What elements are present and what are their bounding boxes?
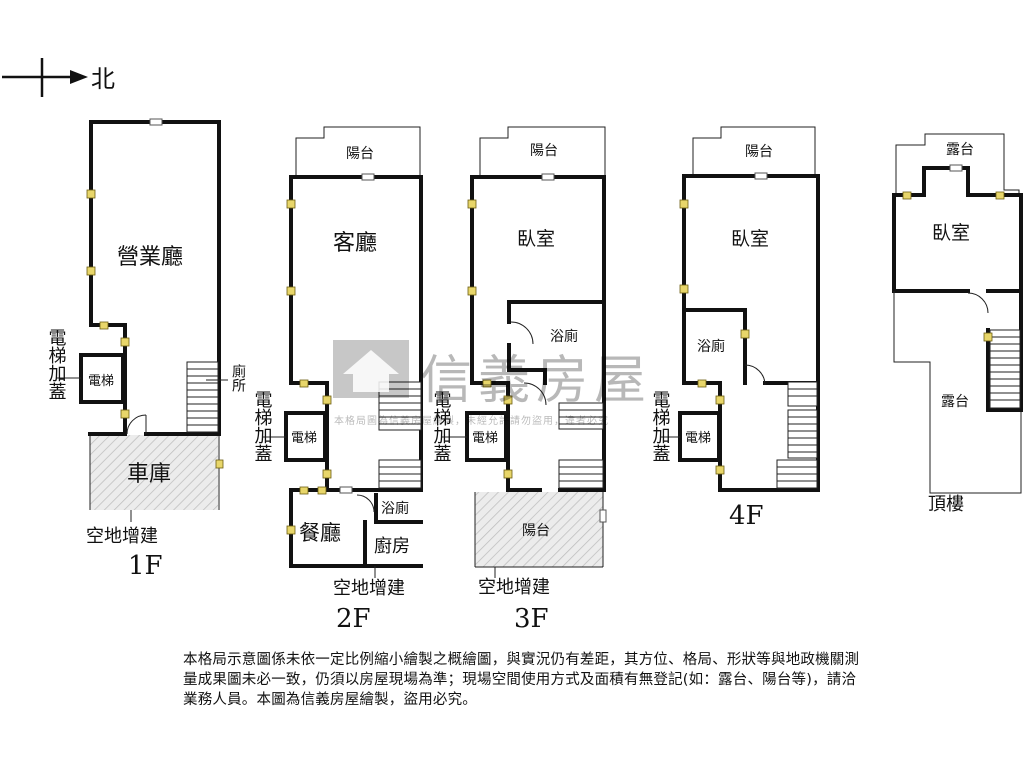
room-3f-elevator: 電梯 — [472, 431, 498, 446]
floor-label-4f: 4F — [729, 501, 764, 531]
room-1f-addition: 空地增建 — [86, 526, 158, 547]
north-arrow-icon — [2, 58, 88, 97]
room-3f-balcony: 陽台 — [530, 143, 558, 159]
room-4f-balcony: 陽台 — [745, 144, 773, 160]
room-1f-toilet: 廁所 — [230, 363, 246, 392]
compass-label: 北 — [91, 65, 115, 93]
floor-roof: 露台 臥室 露台 頂樓 — [892, 133, 1023, 515]
note-3f-elevator: 電梯加蓋 — [431, 390, 452, 462]
note-1f-elevator: 電梯加蓋 — [46, 328, 67, 400]
room-roof-bedroom: 臥室 — [932, 222, 970, 244]
rear-balcony-hatch — [475, 492, 603, 567]
room-3f-rear-balcony: 陽台 — [522, 523, 550, 539]
room-3f-bath: 浴廁 — [550, 328, 578, 345]
stairs-2f — [378, 381, 422, 489]
room-roof-terrace-top: 露台 — [946, 142, 974, 158]
room-3f-bedroom: 臥室 — [517, 228, 555, 250]
room-2f-dining: 餐廳 — [299, 521, 341, 545]
floor-3f: 陽台 臥室 浴廁 電梯 陽台 空地增建 3F 電梯加蓋 — [431, 126, 607, 634]
stairs-4f — [776, 381, 818, 489]
room-3f-addition: 空地增建 — [478, 577, 550, 598]
note-2f-elevator: 電梯加蓋 — [252, 390, 273, 462]
room-2f-elevator: 電梯 — [291, 431, 317, 446]
note-4f-elevator: 電梯加蓋 — [650, 390, 671, 462]
floor-1f: 營業廳 電梯 車庫 空地增建 1F 廁所 電梯加蓋 — [46, 118, 246, 581]
room-2f-kitchen: 廚房 — [374, 535, 410, 557]
floor-4f: 陽台 臥室 浴廁 電梯 4F 電梯加蓋 — [650, 126, 820, 531]
room-4f-bath: 浴廁 — [697, 338, 725, 355]
room-1f-hall: 營業廳 — [117, 245, 183, 270]
floor-label-2f: 2F — [336, 604, 371, 634]
watermark-subtext: 本格局圖為信義房屋繪製，未經允許請勿盜用，違者必究 — [334, 416, 609, 427]
disclaimer-note: 本格局示意圖係未依一定比例縮小繪製之概繪圖，與實況仍有差距，其方位、格局、形狀等… — [183, 652, 860, 708]
room-2f-addition: 空地增建 — [333, 578, 405, 599]
garage-hatch — [90, 435, 218, 510]
room-4f-elevator: 電梯 — [685, 431, 711, 446]
room-2f-living: 客廳 — [333, 231, 377, 256]
floor-label-1f: 1F — [128, 551, 163, 581]
room-2f-bath: 浴廁 — [381, 500, 409, 517]
house-logo-icon — [333, 340, 409, 398]
room-4f-bedroom: 臥室 — [731, 228, 769, 250]
room-1f-elevator: 電梯 — [88, 374, 114, 389]
room-roof-terrace: 露台 — [941, 394, 969, 410]
floor-2f: 陽台 客廳 電梯 浴廁 餐廳 廚房 空地增建 2F 電梯加蓋 — [252, 126, 423, 634]
watermark-brand: 信義房屋 — [420, 351, 653, 411]
floor-label-roof: 頂樓 — [928, 494, 964, 515]
room-1f-garage: 車庫 — [127, 462, 171, 487]
stairs-roof — [989, 329, 1021, 409]
stairs-3f — [558, 402, 604, 489]
stairs-1f — [186, 361, 219, 433]
floor-label-3f: 3F — [514, 604, 549, 634]
room-2f-balcony: 陽台 — [346, 146, 374, 162]
